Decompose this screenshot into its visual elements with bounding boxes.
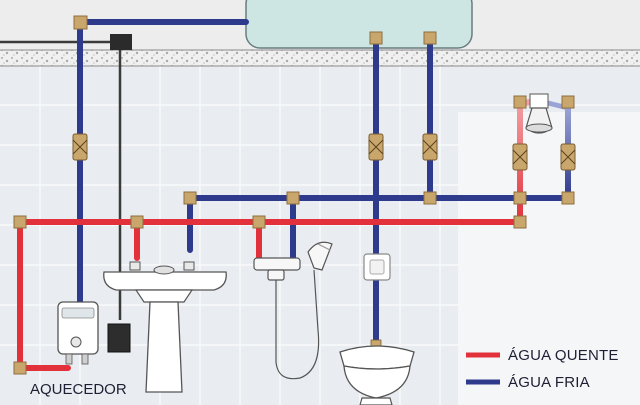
legend-label-cold: ÁGUA FRIA [508, 374, 590, 391]
valve-4 [512, 143, 528, 171]
valve-2 [368, 133, 384, 161]
toilet-icon [339, 339, 415, 405]
pedestal-sink-icon [103, 261, 227, 393]
heater-label: AQUECEDOR [30, 381, 127, 398]
valve-3 [422, 133, 438, 161]
wall-switch-icon [363, 253, 391, 281]
hand-shower-icon [253, 241, 333, 380]
outlet-box [107, 323, 131, 353]
valve-1 [72, 133, 88, 161]
electrical-conduit [0, 34, 132, 320]
legend: ÁGUA QUENTE ÁGUA FRIA [466, 347, 619, 391]
valves [72, 133, 576, 171]
valve-5 [560, 143, 576, 171]
pipe-fittings [13, 15, 575, 375]
shower-head-icon [525, 93, 553, 134]
water-heater-icon [57, 301, 99, 365]
legend-label-hot: ÁGUA QUENTE [508, 347, 619, 364]
water-tank [245, 0, 473, 49]
